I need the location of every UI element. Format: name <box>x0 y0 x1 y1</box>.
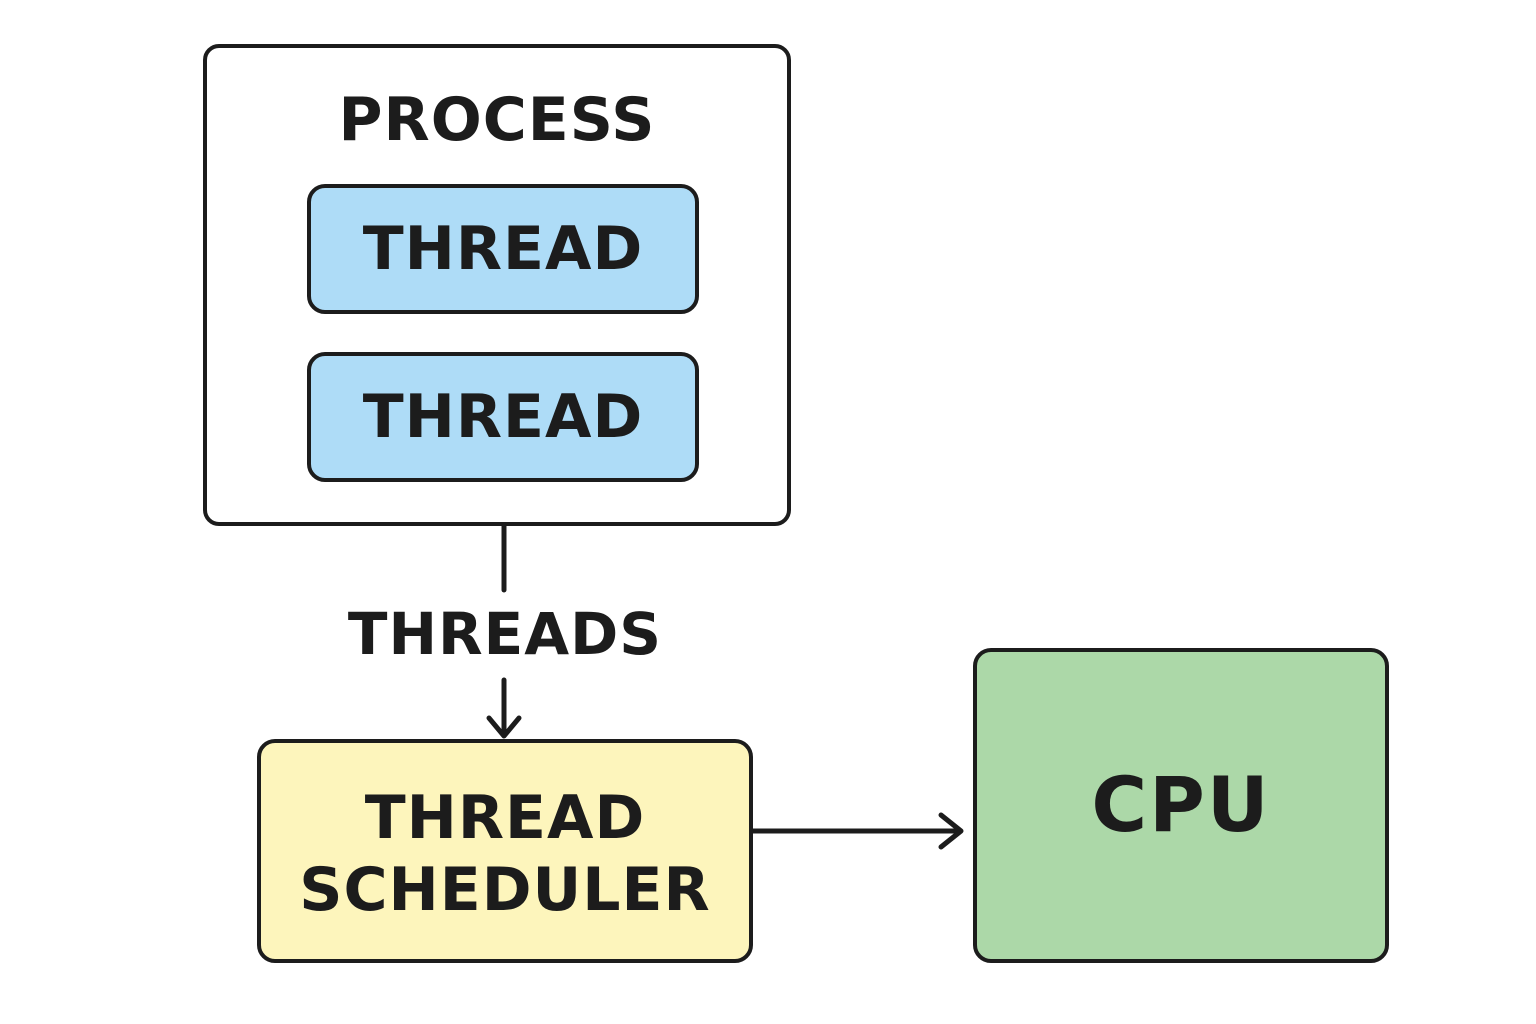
cpu-label: CPU <box>1091 760 1271 849</box>
process-box: PROCESS THREAD THREAD <box>203 44 791 526</box>
thread-scheduler-box: THREAD SCHEDULER <box>257 739 753 963</box>
thread-label: THREAD <box>362 382 644 452</box>
thread-box: THREAD <box>307 184 699 314</box>
thread-label: THREAD <box>362 214 644 284</box>
cpu-box: CPU <box>973 648 1389 963</box>
process-title: PROCESS <box>338 85 656 155</box>
scheduler-label-line1: THREAD <box>364 783 646 853</box>
arrowhead-right <box>938 812 964 850</box>
arrowhead-down <box>486 715 522 739</box>
threads-connector-label: THREADS <box>347 600 663 668</box>
thread-box: THREAD <box>307 352 699 482</box>
scheduler-label-line2: SCHEDULER <box>299 855 711 925</box>
